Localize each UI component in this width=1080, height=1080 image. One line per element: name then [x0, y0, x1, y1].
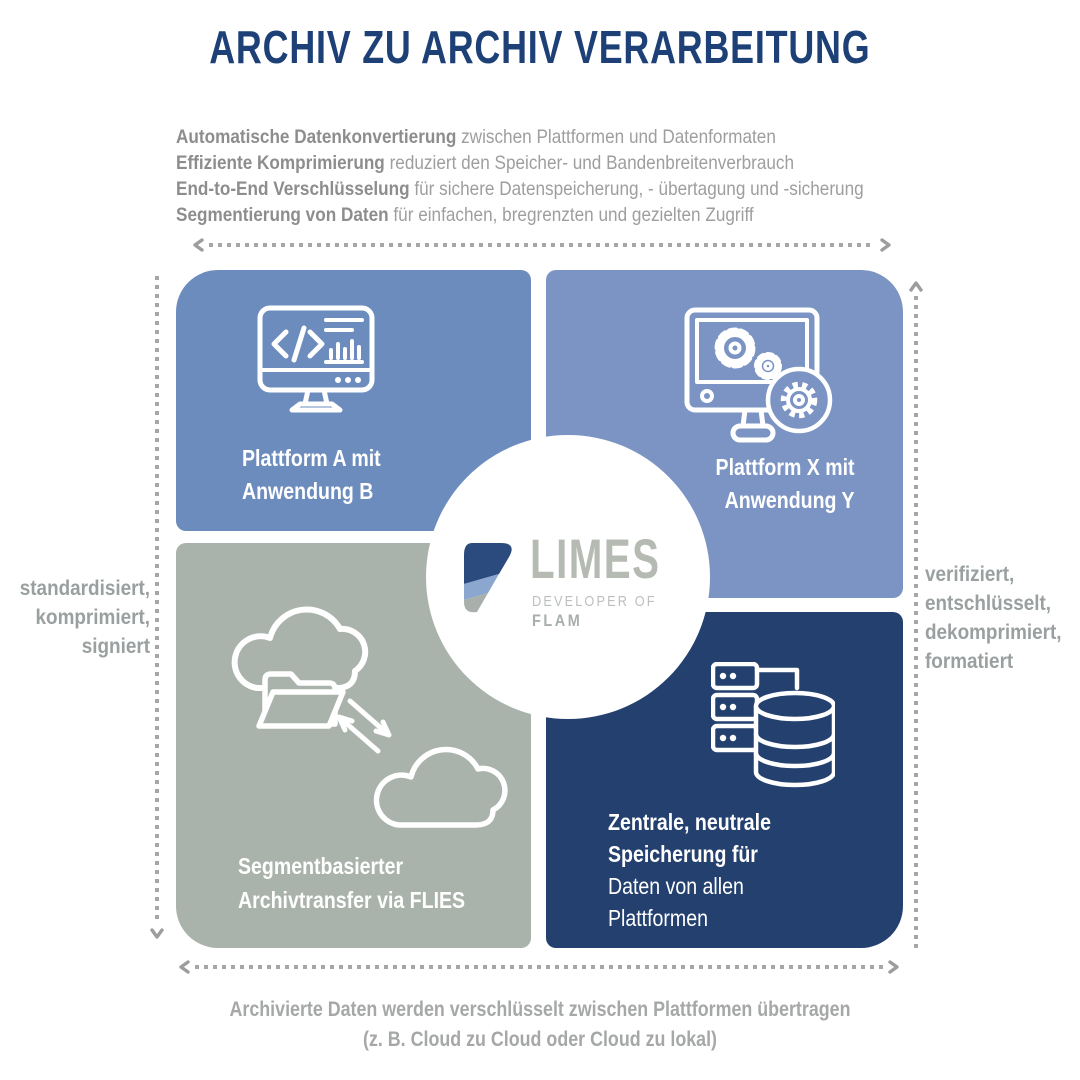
left-annotation: standardisiert, komprimiert, signiert — [19, 577, 150, 658]
right-dotted-line — [914, 296, 918, 952]
monitor-code-chart-icon — [257, 305, 375, 413]
box-archive-transfer-label: Segmentbasierter Archivtransfer via FLIE… — [238, 853, 466, 913]
top-flow-arrow — [192, 237, 892, 253]
bottom-caption: Archivierte Daten werden verschlüsselt z… — [229, 998, 851, 1051]
dotted-line — [195, 965, 883, 969]
logo-tagline: DEVELOPER OF — [532, 593, 657, 610]
feature-line: Segmentierung von Daten für einfachen, b… — [176, 204, 754, 226]
left-dotted-line — [155, 276, 159, 922]
monitor-gears-icon — [684, 307, 833, 443]
arrow-up-icon — [909, 281, 923, 292]
feature-line: Effiziente Komprimierung reduziert den S… — [176, 152, 795, 174]
arrow-left-icon — [193, 238, 204, 252]
right-annotation: verifiziert, entschlüsselt, dekomprimier… — [925, 563, 1062, 673]
feature-line: End-to-End Verschlüsselung für sichere D… — [176, 178, 864, 200]
box-platform-a-label: Plattform A mit Anwendung B — [242, 445, 381, 504]
dotted-line — [209, 243, 875, 247]
box-platform-a: Plattform A mit Anwendung B — [176, 270, 531, 531]
arrow-right-icon — [888, 960, 899, 974]
feature-list: Automatische Datenkonvertierung zwischen… — [176, 124, 864, 228]
feature-line: Automatische Datenkonvertierung zwischen… — [176, 126, 776, 148]
bottom-flow-arrow — [178, 959, 900, 975]
page-title: ARCHIV ZU ARCHIV VERARBEITUNG — [209, 21, 871, 73]
arrow-down-icon — [150, 928, 164, 939]
logo-brand-text: LIMES — [530, 527, 661, 590]
arrow-left-icon — [179, 960, 190, 974]
logo-product-text: FLAM — [532, 611, 583, 630]
cloud-folder-transfer-icon — [231, 606, 508, 828]
title-wrap: ARCHIV ZU ARCHIV VERARBEITUNG — [0, 20, 1080, 74]
box-platform-x-label: Plattform X mit Anwendung Y — [715, 454, 855, 513]
box-central-storage-label: Zentrale, neutrale Speicherung für Daten… — [608, 809, 771, 931]
arrow-right-icon — [880, 238, 891, 252]
box-archive-transfer: Segmentbasierter Archivtransfer via FLIE… — [176, 543, 531, 948]
server-database-icon — [711, 662, 835, 788]
limes-logo-icon — [464, 543, 512, 613]
limes-logo-circle: LIMES DEVELOPER OF FLAM — [426, 435, 710, 719]
